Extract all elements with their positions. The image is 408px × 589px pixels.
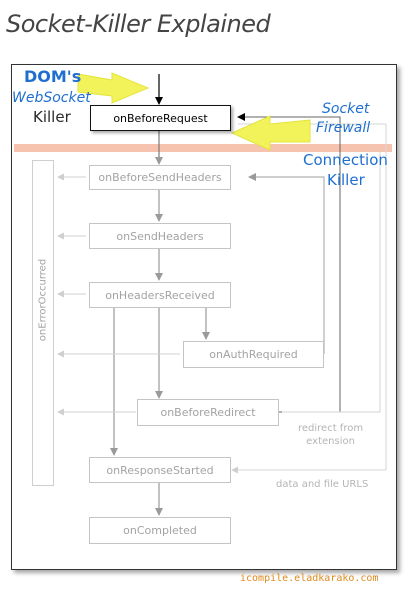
annotation-firewall: Firewall (316, 120, 371, 136)
node-on-error-occurred: onErrorOccurred (37, 258, 49, 342)
data-urls-note: data and file URLS (276, 479, 369, 490)
annotation-websocket: WebSocket (12, 90, 91, 106)
node-on-headers-received: onHeadersReceived (89, 282, 231, 308)
redirect-note-line2: extension (306, 436, 355, 447)
node-on-before-request: onBeforeRequest (90, 105, 231, 131)
page-title: Socket-Killer Explained (6, 10, 271, 38)
annotation-connection-killer: Killer (327, 171, 365, 189)
node-on-response-started: onResponseStarted (89, 457, 231, 483)
error-column (32, 160, 54, 486)
node-on-before-redirect: onBeforeRedirect (137, 399, 279, 426)
yellow-arrow-right (230, 115, 311, 151)
highlight-band (14, 144, 392, 152)
yellow-arrow-left (77, 72, 150, 104)
redirect-note-line1: redirect from (298, 423, 364, 434)
node-on-auth-required: onAuthRequired (183, 341, 324, 368)
redirect-note: redirect from extension (298, 422, 363, 448)
annotation-connection: Connection (303, 151, 388, 169)
watermark: icompile.eladkarako.com (240, 573, 379, 584)
node-on-completed: onCompleted (89, 517, 231, 544)
annotation-doms: DOM's (24, 67, 82, 86)
node-on-before-send-headers: onBeforeSendHeaders (89, 165, 231, 190)
annotation-killer: Killer (33, 108, 71, 126)
annotation-socket: Socket (322, 101, 370, 117)
node-on-send-headers: onSendHeaders (89, 223, 231, 249)
